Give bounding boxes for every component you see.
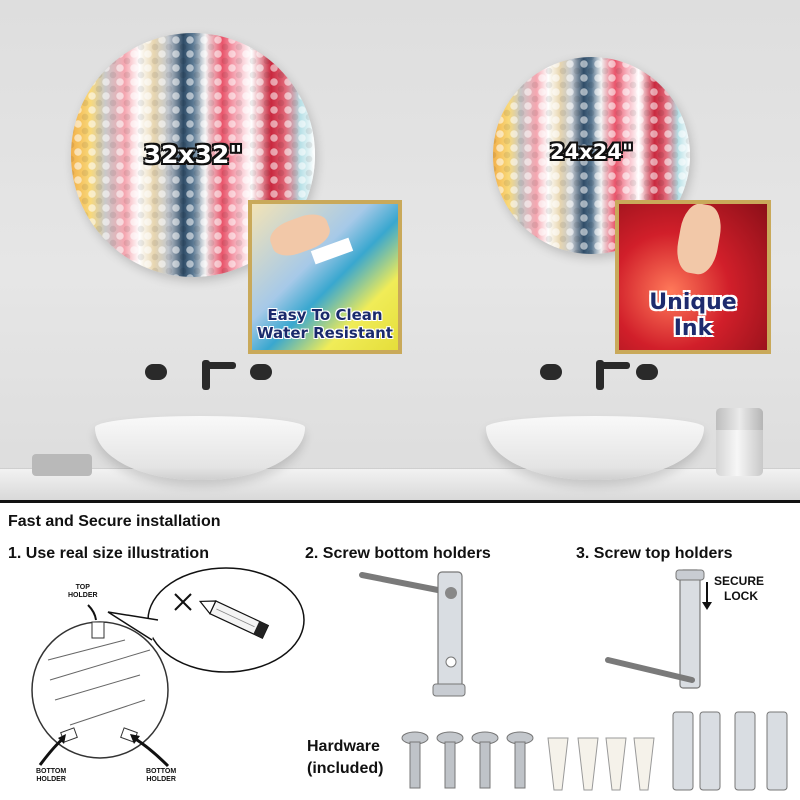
bottom-holder-label-right: BOTTOM HOLDER (146, 768, 176, 784)
holder-bracket-icon (766, 711, 788, 791)
storage-jar-lid (716, 408, 763, 430)
unique-ink-text: Unique Ink (619, 290, 767, 342)
easy-clean-text: Easy To Clean Water Resistant (252, 306, 398, 342)
screw-icon (436, 731, 464, 789)
top-holder-label-line: TOP (75, 584, 90, 591)
holder-bracket-icon (699, 711, 721, 791)
secure-lock-line: LOCK (724, 589, 758, 603)
holder-bracket-icon (679, 569, 701, 689)
hardware-label-line: (included) (307, 760, 384, 777)
holder-bracket-icon (734, 711, 756, 791)
bottom-holder-label-line: HOLDER (146, 776, 176, 783)
bottom-holder-label-left: BOTTOM HOLDER (36, 768, 66, 784)
wall-anchor-icon (633, 737, 655, 791)
bathroom-scene: 32x32" 24x24" Easy To Clean Water Resist… (0, 0, 800, 500)
easy-clean-line: Easy To Clean (267, 306, 383, 324)
ink-line: Ink (673, 316, 713, 341)
unique-ink-badge: Unique Ink (615, 200, 771, 354)
mirror-size-label: 32x32" (143, 140, 243, 170)
pencil-icon (198, 600, 270, 639)
round-mirror-small: 24x24" (493, 57, 690, 254)
screw-icon (506, 731, 534, 789)
wall-anchor-icon (577, 737, 599, 791)
top-holder-label: TOP HOLDER (68, 584, 98, 600)
install-title: Fast and Secure installation (8, 513, 221, 530)
unique-line: Unique (649, 290, 737, 315)
cross-icon (174, 593, 192, 611)
screw-icon (471, 731, 499, 789)
mirror-size-label: 24x24" (550, 139, 633, 164)
screw-icon (401, 731, 429, 789)
top-holder-label-line: HOLDER (68, 592, 98, 599)
soap-dish (32, 454, 92, 476)
step-1-title: 1. Use real size illustration (8, 545, 209, 562)
easy-clean-badge: Easy To Clean Water Resistant (248, 200, 402, 354)
water-resistant-line: Water Resistant (257, 324, 393, 342)
bottom-holder-illustration (359, 571, 466, 697)
step-2-title: 2. Screw bottom holders (305, 545, 491, 562)
secure-lock-line: SECURE (714, 574, 765, 588)
down-arrow-icon (702, 582, 712, 610)
holder-bracket-icon (672, 711, 694, 791)
hardware-label: Hardware (included) (307, 736, 383, 780)
hardware-items (401, 711, 788, 791)
section-divider (0, 500, 800, 503)
bottom-holder-label-line: BOTTOM (146, 768, 177, 775)
top-holder-illustration (605, 569, 712, 689)
step-3-title: 3. Screw top holders (576, 545, 733, 562)
hardware-label-line: Hardware (307, 738, 380, 755)
secure-lock-label: SECURE LOCK (714, 574, 764, 604)
bottom-holder-label-line: BOTTOM (36, 768, 67, 775)
bottom-holder-label-line: HOLDER (36, 776, 66, 783)
countertop (0, 468, 800, 500)
wall-anchor-icon (547, 737, 569, 791)
wall-anchor-icon (605, 737, 627, 791)
top-holder-mark (91, 621, 105, 639)
round-mirror-large: 32x32" (71, 33, 315, 277)
real-size-illustration (31, 567, 305, 768)
